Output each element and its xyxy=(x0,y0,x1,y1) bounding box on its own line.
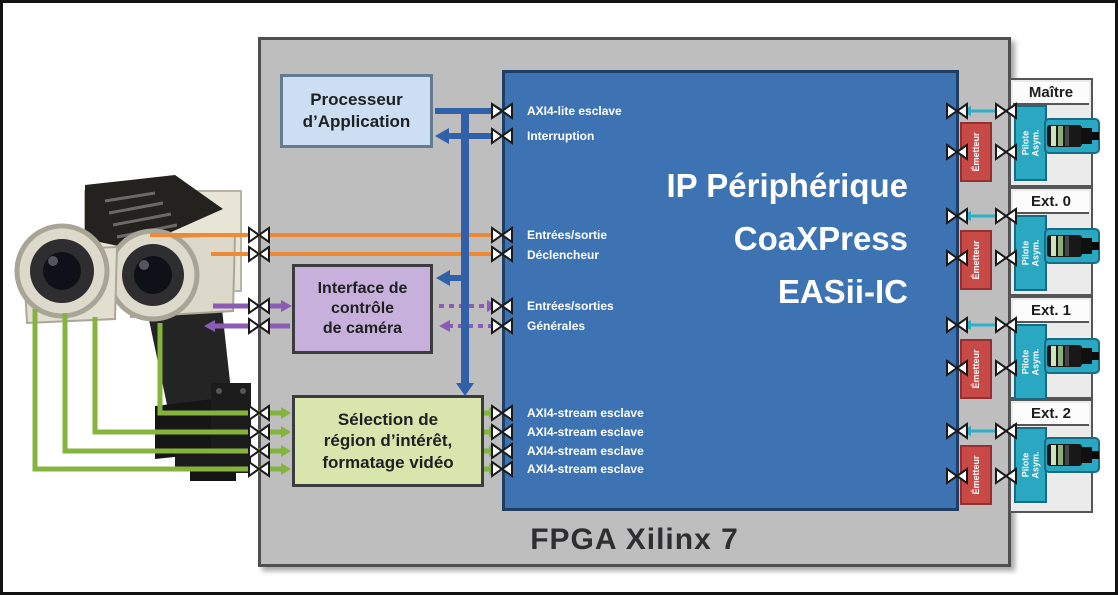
ip-title-line2: CoaXPress xyxy=(733,220,908,257)
surveillance-camera-photo xyxy=(14,175,251,481)
port-label-gpio-1: Entrées/sorties xyxy=(527,299,614,313)
ip-title-line3: EASii-IC xyxy=(777,273,908,310)
processor-label-line1: Processeur xyxy=(310,89,403,109)
processor-label-line2: d’Application xyxy=(302,112,411,131)
ip-title-line1: IP Périphérique xyxy=(666,167,908,204)
pilot-block-master: Pilote Asym. xyxy=(1014,105,1047,181)
coax-connector-master xyxy=(1044,118,1100,154)
camera-control-line1: Interface de xyxy=(317,280,408,297)
port-label-axi4-lite: AXI4-lite esclave xyxy=(527,104,622,118)
driver-label: Émetteur xyxy=(970,240,981,280)
driver-block-ext1: Émetteur xyxy=(960,339,992,399)
pilot-label: Pilote Asym. xyxy=(1020,348,1041,376)
channel-label-ext1: Ext. 1 xyxy=(1013,300,1089,323)
driver-label: Émetteur xyxy=(970,455,981,495)
port-label-stream-3: AXI4-stream esclave xyxy=(527,444,644,458)
coax-connector-ext0 xyxy=(1044,228,1100,264)
coax-connector-ext2 xyxy=(1044,437,1100,473)
port-label-trigger: Déclencheur xyxy=(527,248,600,262)
roi-line1: Sélection de xyxy=(337,410,439,430)
driver-label: Émetteur xyxy=(970,349,981,389)
pilot-block-ext1: Pilote Asym. xyxy=(1014,324,1047,400)
port-label-io: Entrées/sortie xyxy=(527,228,608,242)
pilot-label: Pilote Asym. xyxy=(1020,451,1041,479)
port-label-stream-2: AXI4-stream esclave xyxy=(527,425,644,439)
fpga-title: FPGA Xilinx 7 xyxy=(530,523,739,556)
port-label-interrupt: Interruption xyxy=(527,129,595,143)
roi-video-formatting-block: Sélection de région d’intérêt, formatage… xyxy=(292,395,484,487)
camera-control-interface-block: Interface de contrôle de caméra xyxy=(292,264,433,354)
coax-connector-ext1 xyxy=(1044,338,1100,374)
pilot-block-ext2: Pilote Asym. xyxy=(1014,427,1047,503)
channel-label-master: Maître xyxy=(1013,82,1089,105)
pilot-label: Pilote Asym. xyxy=(1020,239,1041,267)
driver-label: Émetteur xyxy=(970,132,981,172)
driver-block-ext0: Émetteur xyxy=(960,230,992,290)
driver-block-master: Émetteur xyxy=(960,122,992,182)
port-label-gpio-2: Générales xyxy=(527,319,586,333)
pilot-label: Pilote Asym. xyxy=(1020,129,1041,157)
port-label-stream-4: AXI4-stream esclave xyxy=(527,462,644,476)
camera-control-line2: contrôle xyxy=(330,300,395,317)
pilot-block-ext0: Pilote Asym. xyxy=(1014,215,1047,291)
ip-coaxpress-block xyxy=(502,70,959,511)
channel-label-ext2: Ext. 2 xyxy=(1013,403,1089,426)
driver-block-ext2: Émetteur xyxy=(960,445,992,505)
camera-control-line3: de caméra xyxy=(322,320,403,337)
roi-line3: formatage vidéo xyxy=(322,452,454,472)
channel-label-ext0: Ext. 0 xyxy=(1013,191,1089,214)
roi-line2: région d’intérêt, xyxy=(323,431,453,451)
application-processor-block: Processeur d’Application xyxy=(280,74,433,148)
port-label-stream-1: AXI4-stream esclave xyxy=(527,406,644,420)
ip-core-title: IP Périphérique CoaXPress EASii-IC xyxy=(563,159,908,318)
